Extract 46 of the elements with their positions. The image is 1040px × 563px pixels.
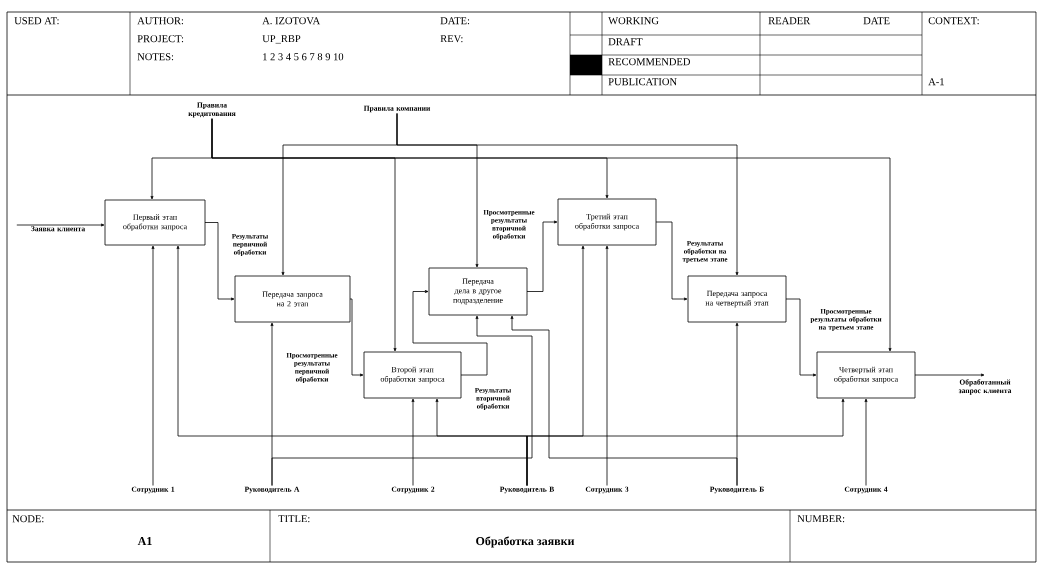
header-label: USED AT:: [14, 17, 59, 25]
header-label: PUBLICATION: [608, 78, 677, 86]
header-label: READER: [768, 17, 811, 25]
activity-box: Четвертый этап обработки запроса: [816, 351, 916, 399]
arrow: [16, 223, 105, 227]
header-label: PROJECT:: [137, 35, 184, 43]
arrow: [655, 221, 688, 301]
arrow: [411, 398, 415, 486]
arrow: [204, 222, 235, 301]
arrow: [914, 373, 985, 377]
header-label: REV:: [440, 35, 463, 43]
activity-box: Передача запроса на 2 этап: [234, 275, 351, 323]
header-label: NOTES:: [137, 53, 174, 61]
header-label: A. IZOTOVA: [262, 17, 321, 25]
arrow: [271, 315, 533, 486]
arrow: [151, 245, 155, 486]
arrow: [211, 118, 892, 352]
header-label: NODE:: [12, 515, 44, 523]
activity-box: Передача дела в другое подразделение: [428, 267, 528, 316]
arrow: [864, 398, 868, 486]
node-number: A1: [137, 537, 152, 545]
arrow: [510, 315, 738, 486]
header-label: NUMBER:: [797, 515, 845, 523]
arrow: [605, 245, 609, 486]
arrow: [526, 398, 845, 486]
diagram-title: Обработка заявки: [476, 536, 575, 548]
activity-box: Первый этап обработки запроса: [104, 199, 206, 246]
arrow: [785, 298, 817, 377]
activity-box: Второй этап обработки запроса: [363, 351, 462, 399]
header-label: DRAFT: [608, 38, 643, 46]
arrow: [526, 220, 558, 292]
arrow: [396, 113, 739, 276]
header-label: DATE:: [440, 17, 470, 25]
header-label: RECOMMENDED: [608, 58, 691, 66]
header-label: UP_RBP: [262, 35, 301, 44]
arrow: [349, 298, 364, 377]
header-label: A-1: [928, 78, 944, 86]
header-label: AUTHOR:: [137, 17, 183, 25]
header-label: CONTEXT:: [928, 17, 979, 25]
arrow: [412, 290, 488, 376]
activity-box: Передача запроса на четвертый этап: [687, 275, 787, 323]
header-label: DATE: [863, 17, 890, 25]
activity-box: Третий этап обработки запроса: [557, 198, 657, 246]
header-label: 1 2 3 4 5 6 7 8 9 10: [263, 53, 344, 61]
header-label: WORKING: [608, 17, 659, 25]
header-label: TITLE:: [278, 515, 310, 523]
